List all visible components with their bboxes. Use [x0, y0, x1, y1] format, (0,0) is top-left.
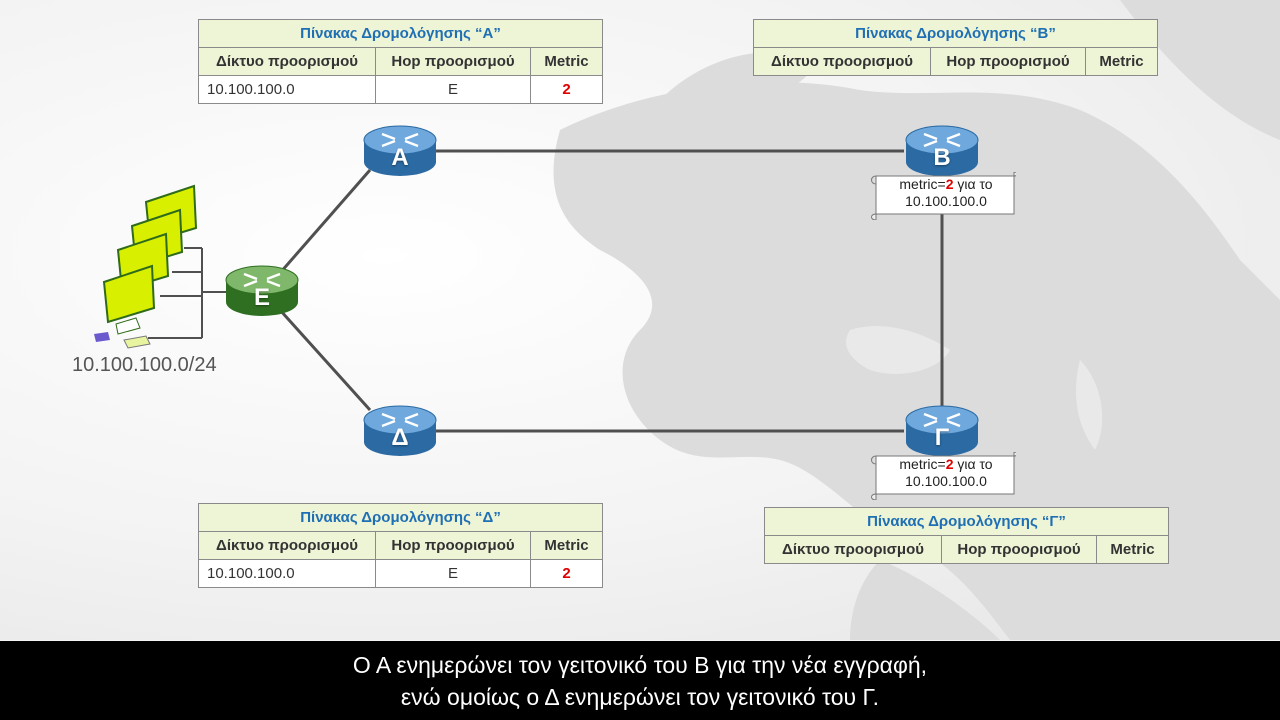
header-metric: Metric [1085, 47, 1158, 76]
header-destination: Δίκτυο προορισμού [753, 47, 931, 76]
diagram-canvas: 10.100.100.0/24 Πίνακας Δρομολόγησης “Α”… [0, 0, 1280, 640]
table-row: 10.100.100.0 E 2 [198, 75, 603, 104]
router-icon [905, 125, 979, 176]
router-e[interactable]: E [224, 264, 300, 320]
network-links [148, 149, 944, 433]
metric-note-text: metric=2 για το 10.100.100.0 [878, 456, 1014, 490]
router-d[interactable]: Δ [362, 404, 438, 460]
router-label: Α [391, 144, 409, 171]
router-label: E [253, 284, 270, 311]
routing-table-d-title: Πίνακας Δρομολόγησης “Δ” [198, 503, 603, 532]
subnet-label: 10.100.100.0/24 [72, 354, 217, 376]
scroll-shape [871, 452, 1016, 500]
routing-table-g-title: Πίνακας Δρομολόγησης “Γ” [764, 507, 1169, 536]
note-suffix: για το [953, 176, 993, 192]
routing-table-a: Πίνακας Δρομολόγησης “Α” Δίκτυο προορισμ… [198, 19, 603, 104]
lan-bus [148, 247, 226, 339]
note-network: 10.100.100.0 [905, 473, 987, 489]
header-hop: Hop προορισμού [375, 531, 531, 560]
note-metric-value: 2 [945, 456, 954, 472]
router-icon [225, 265, 299, 316]
header-metric: Metric [1096, 535, 1169, 564]
header-destination: Δίκτυο προορισμού [198, 531, 376, 560]
link-e-d [278, 308, 372, 412]
router-a[interactable]: Α [362, 124, 438, 180]
subtitle-bar: Ο Α ενημερώνει τον γειτονικό του Β για τ… [0, 641, 1280, 720]
cell-destination: 10.100.100.0 [198, 559, 376, 588]
note-prefix: metric= [899, 176, 946, 192]
header-destination: Δίκτυο προορισμού [198, 47, 376, 76]
computer-icon [94, 264, 156, 349]
cell-metric: 2 [530, 559, 603, 588]
routing-table-d: Πίνακας Δρομολόγησης “Δ” Δίκτυο προορισμ… [198, 503, 603, 588]
router-icon [363, 405, 437, 456]
note-metric-value: 2 [945, 176, 954, 192]
router-label: Δ [391, 424, 409, 451]
routing-table-b-title: Πίνακας Δρομολόγησης “Β” [753, 19, 1158, 48]
cell-metric: 2 [530, 75, 603, 104]
metric-note-b: metric=2 για το 10.100.100.0 [868, 172, 1016, 220]
header-hop: Hop προορισμού [375, 47, 531, 76]
cell-destination: 10.100.100.0 [198, 75, 376, 104]
router-label: Γ [934, 424, 950, 451]
router-icon [363, 125, 437, 176]
router-b[interactable]: Β [904, 124, 980, 180]
lan-computers [94, 184, 198, 349]
router-g[interactable]: Γ [904, 404, 980, 460]
cell-hop: E [375, 559, 531, 588]
header-hop: Hop προορισμού [930, 47, 1086, 76]
note-prefix: metric= [899, 456, 946, 472]
routing-table-a-title: Πίνακας Δρομολόγησης “Α” [198, 19, 603, 48]
routing-table-g: Πίνακας Δρομολόγησης “Γ” Δίκτυο προορισμ… [764, 507, 1169, 564]
note-network: 10.100.100.0 [905, 193, 987, 209]
header-hop: Hop προορισμού [941, 535, 1097, 564]
scroll-shape [871, 172, 1016, 220]
header-metric: Metric [530, 47, 603, 76]
router-label: Β [933, 144, 951, 171]
subtitle-line-1: Ο Α ενημερώνει τον γειτονικό του Β για τ… [352, 652, 928, 678]
table-row: 10.100.100.0 E 2 [198, 559, 603, 588]
map-background [553, 0, 1280, 640]
routing-table-b: Πίνακας Δρομολόγησης “Β” Δίκτυο προορισμ… [753, 19, 1158, 76]
header-metric: Metric [530, 531, 603, 560]
router-icon [905, 405, 979, 456]
metric-note-text: metric=2 για το 10.100.100.0 [878, 176, 1014, 210]
header-destination: Δίκτυο προορισμού [764, 535, 942, 564]
note-suffix: για το [953, 456, 993, 472]
metric-note-g: metric=2 για το 10.100.100.0 [868, 452, 1016, 500]
cell-hop: E [375, 75, 531, 104]
subtitle-line-2: ενώ ομοίως ο Δ ενημερώνει τον γειτονικό … [400, 684, 880, 710]
link-e-a [278, 169, 372, 274]
